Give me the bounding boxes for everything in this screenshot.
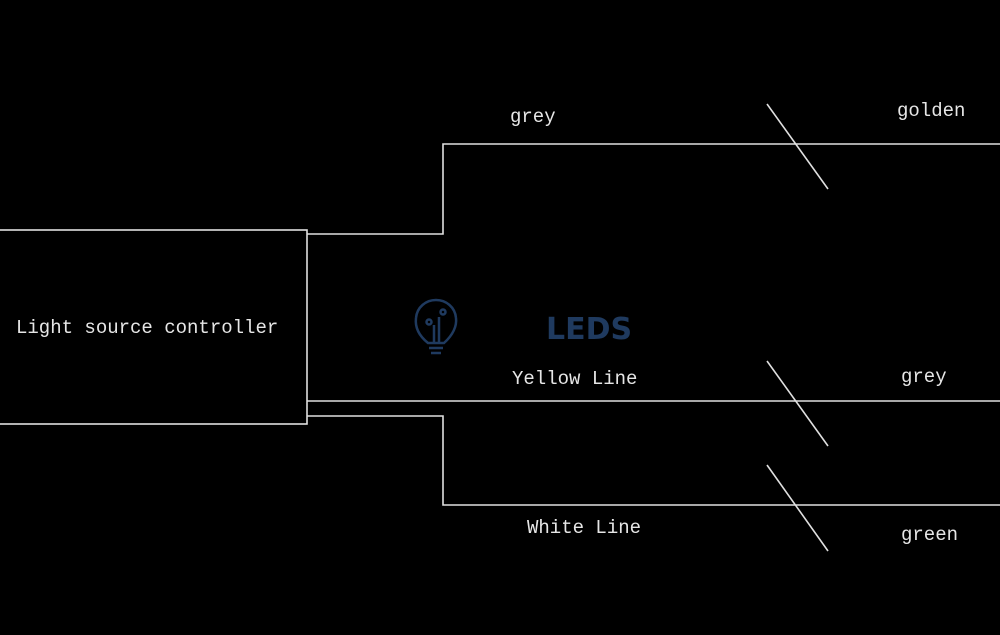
watermark-text: LEDS [546,312,632,347]
bottom-wire-right-label: green [901,524,958,546]
bottom-wire-break-mark [766,464,829,552]
middle-wire-left-label: Yellow Line [512,368,637,390]
top-wire-right-label: golden [897,100,965,122]
bottom-wire-left-label: White Line [527,517,641,539]
top-wire-break-mark [766,103,829,190]
controller-label: Light source controller [16,317,278,339]
middle-wire-break-mark [766,360,829,447]
lightbulb-icon [414,298,458,355]
middle-wire-right-label: grey [901,366,947,388]
watermark-logo [414,298,458,355]
top-wire [307,143,1000,235]
bottom-wire [307,415,1000,506]
controller-box [0,229,308,425]
top-wire-left-label: grey [510,106,556,128]
